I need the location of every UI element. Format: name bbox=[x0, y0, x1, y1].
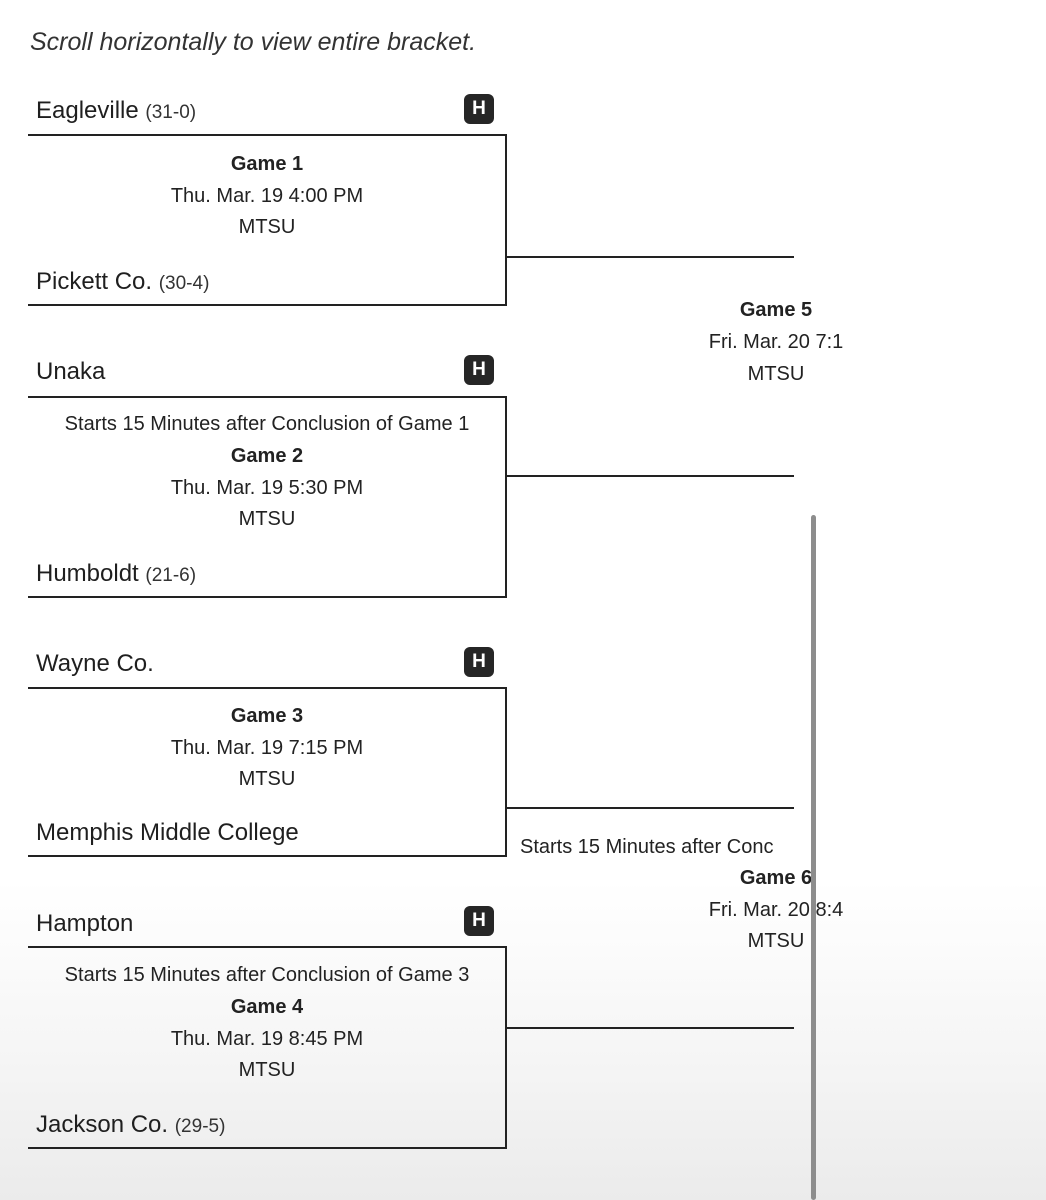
game-venue: MTSU bbox=[238, 1059, 296, 1081]
game-datetime: Thu. Mar. 19 4:00 PM bbox=[170, 185, 364, 207]
connector-line bbox=[506, 256, 794, 258]
game-venue: MTSU bbox=[238, 216, 296, 238]
game-venue: MTSU bbox=[747, 930, 805, 952]
home-badge: H bbox=[464, 647, 494, 677]
vertical-scrollbar[interactable] bbox=[811, 515, 816, 1200]
game-title: Game 5 bbox=[739, 299, 813, 321]
team-humboldt: Humboldt (21-6) bbox=[36, 560, 196, 588]
game-title: Game 4 bbox=[230, 996, 304, 1018]
team-record: (21-6) bbox=[145, 565, 197, 586]
game-datetime: Fri. Mar. 20 7:1 bbox=[708, 331, 844, 353]
team-hampton: Hampton bbox=[36, 910, 133, 938]
matchup-bottom-line bbox=[28, 596, 507, 598]
team-name: Jackson Co. bbox=[36, 1111, 169, 1138]
matchup-bracket-line bbox=[505, 687, 507, 857]
game-title: Game 2 bbox=[230, 445, 304, 467]
connector-line bbox=[506, 475, 794, 477]
game-note: Starts 15 Minutes after Conclusion of Ga… bbox=[64, 413, 470, 435]
game-venue: MTSU bbox=[238, 768, 296, 790]
home-badge: H bbox=[464, 355, 494, 385]
team-eagleville: Eagleville (31-0) bbox=[36, 97, 196, 125]
connector-line bbox=[506, 1027, 794, 1029]
game-note: Starts 15 Minutes after Conclusion of Ga… bbox=[64, 964, 470, 986]
home-badge: H bbox=[464, 906, 494, 936]
team-memphis-middle-college: Memphis Middle College bbox=[36, 819, 299, 847]
matchup-bracket-line bbox=[505, 946, 507, 1148]
team-name: Humboldt bbox=[36, 560, 139, 587]
game-title: Game 3 bbox=[230, 705, 304, 727]
team-wayne-co: Wayne Co. bbox=[36, 650, 154, 678]
connector-line bbox=[506, 807, 794, 809]
game-note: Starts 15 Minutes after Conc bbox=[520, 836, 774, 858]
matchup-top-line bbox=[28, 687, 506, 689]
team-unaka: Unaka bbox=[36, 358, 105, 386]
game-venue: MTSU bbox=[238, 508, 296, 530]
team-name: Pickett Co. bbox=[36, 268, 153, 295]
game-datetime: Fri. Mar. 20 8:4 bbox=[708, 899, 844, 921]
game-datetime: Thu. Mar. 19 5:30 PM bbox=[170, 477, 364, 499]
scroll-hint: Scroll horizontally to view entire brack… bbox=[30, 28, 477, 56]
team-record: (29-5) bbox=[174, 1116, 226, 1137]
team-name: Eagleville bbox=[36, 97, 139, 124]
matchup-bottom-line bbox=[28, 855, 507, 857]
team-pickett-co: Pickett Co. (30-4) bbox=[36, 268, 209, 296]
matchup-top-line bbox=[28, 396, 506, 398]
game-title: Game 6 bbox=[739, 867, 813, 889]
team-record: (30-4) bbox=[158, 273, 210, 294]
team-name: Memphis Middle College bbox=[36, 819, 299, 846]
game-venue: MTSU bbox=[747, 363, 805, 385]
team-name: Unaka bbox=[36, 358, 106, 385]
home-badge: H bbox=[464, 94, 494, 124]
matchup-bottom-line bbox=[28, 1147, 507, 1149]
matchup-bracket-line bbox=[505, 134, 507, 305]
team-name: Wayne Co. bbox=[36, 650, 154, 677]
matchup-bracket-line bbox=[505, 396, 507, 597]
game-datetime: Thu. Mar. 19 8:45 PM bbox=[170, 1028, 364, 1050]
team-jackson-co: Jackson Co. (29-5) bbox=[36, 1111, 225, 1139]
matchup-top-line bbox=[28, 134, 506, 136]
game-title: Game 1 bbox=[230, 153, 304, 175]
matchup-top-line bbox=[28, 946, 506, 948]
matchup-bottom-line bbox=[28, 304, 507, 306]
team-record: (31-0) bbox=[145, 102, 197, 123]
team-name: Hampton bbox=[36, 910, 134, 937]
game-datetime: Thu. Mar. 19 7:15 PM bbox=[170, 737, 364, 759]
